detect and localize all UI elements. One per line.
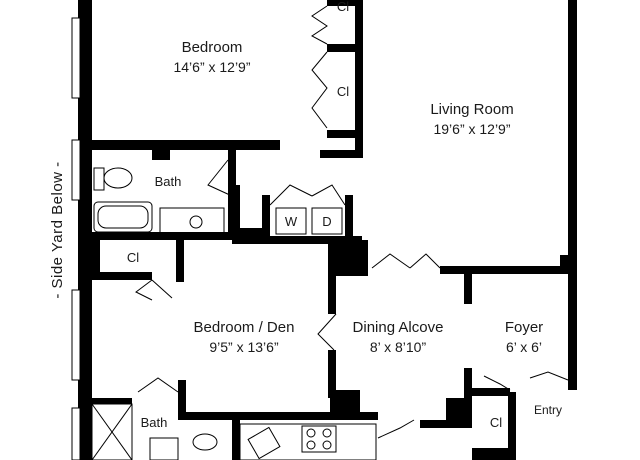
bath-lower-label: Bath xyxy=(141,415,168,430)
living-room-dims: 19’6” x 12’9” xyxy=(433,121,510,137)
foyer-dims: 6’ x 6’ xyxy=(506,339,542,355)
closet-label-2: Cl xyxy=(337,84,349,99)
entry-label: Entry xyxy=(534,403,562,417)
closet-label-3: Cl xyxy=(127,250,139,265)
bedroom-den-dims: 9’5” x 13’6” xyxy=(209,339,279,355)
dryer-label: D xyxy=(322,214,331,229)
dining-alcove-dims: 8’ x 8’10” xyxy=(370,339,427,355)
foyer-name: Foyer xyxy=(505,319,543,336)
dining-alcove-name: Dining Alcove xyxy=(353,319,444,336)
fixtures xyxy=(91,167,377,460)
bedroom-den-name: Bedroom / Den xyxy=(194,319,295,336)
bath-upper-label: Bath xyxy=(155,174,182,189)
living-room-name: Living Room xyxy=(430,101,513,118)
closet-label-1: Cl xyxy=(337,0,349,14)
windows-left xyxy=(71,17,81,460)
exterior-walls xyxy=(78,0,577,460)
bedroom-name: Bedroom xyxy=(182,39,243,56)
interior-walls xyxy=(92,0,576,460)
bedroom-dims: 14’6” x 12’9” xyxy=(173,59,250,75)
side-yard-label: - Side Yard Below - xyxy=(49,161,66,298)
closet-label-4: Cl xyxy=(490,415,502,430)
washer-label: W xyxy=(285,214,298,229)
doors xyxy=(135,5,569,439)
